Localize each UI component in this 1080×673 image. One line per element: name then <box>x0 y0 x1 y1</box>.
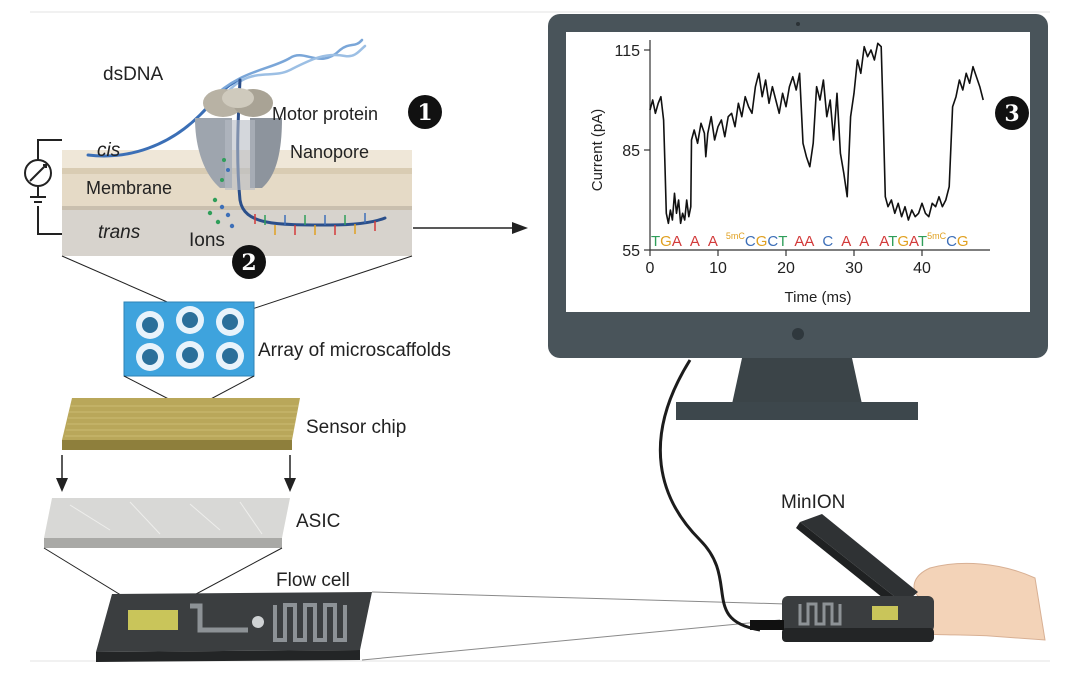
sequence-base: T <box>778 233 787 250</box>
sequence-base: T <box>651 233 660 250</box>
ions-dots <box>207 158 235 229</box>
monitor <box>548 14 1048 420</box>
x-tick-label: 20 <box>777 260 795 277</box>
sequence-base: G <box>660 233 672 250</box>
y-tick-label: 115 <box>614 43 640 60</box>
flow-cell <box>96 592 372 662</box>
badge-2: 2 <box>232 245 266 279</box>
x-tick-label: 10 <box>709 260 727 277</box>
label-asic: ASIC <box>296 511 340 532</box>
sequence-base: G <box>756 233 768 250</box>
chart-x-ticks: 0 10 20 30 40 <box>646 250 931 277</box>
y-tick-label: 85 <box>622 143 640 160</box>
sequence-base: A <box>794 233 804 250</box>
sequence-base: G <box>897 233 909 250</box>
x-tick-label: 30 <box>845 260 863 277</box>
chart-y-ticks: 55 85 115 <box>614 43 650 260</box>
chart-ylabel: Current (pA) <box>589 109 606 192</box>
sensor-chip <box>62 398 300 450</box>
asic-chip <box>44 498 290 548</box>
sequence-base: A <box>690 233 700 250</box>
sequence-base: 5mC <box>927 231 947 241</box>
current-trace-line <box>649 42 984 225</box>
sequence-base: T <box>888 233 897 250</box>
motor-protein-icon <box>203 88 273 117</box>
usb-cable <box>658 359 761 632</box>
flowcell-to-minion-lines <box>361 591 787 661</box>
ammeter-circuit-icon <box>24 139 62 235</box>
sequence-base: A <box>708 233 718 250</box>
x-tick-label: 0 <box>646 260 655 277</box>
sequence-base: C <box>745 233 756 250</box>
sequence-base: A <box>804 233 814 250</box>
label-ions: Ions <box>189 230 225 251</box>
sequence-base: 5mC <box>726 231 746 241</box>
ssdna-bases <box>254 213 376 235</box>
y-tick-label: 55 <box>622 243 640 260</box>
label-motor-protein: Motor protein <box>272 104 378 124</box>
badge-3: 3 <box>995 96 1029 130</box>
svg-text:1: 1 <box>417 100 432 126</box>
label-array: Array of microscaffolds <box>258 340 451 361</box>
down-arrows <box>56 455 296 492</box>
microscaffold-array <box>123 301 255 377</box>
sequence-base: T <box>918 233 927 250</box>
label-nanopore: Nanopore <box>290 142 369 162</box>
sequence-base: A <box>672 233 682 250</box>
sequence-base: C <box>767 233 778 250</box>
sequence-base: A <box>859 233 869 250</box>
label-cis: cis <box>97 140 121 161</box>
sequence-base: A <box>909 233 919 250</box>
label-membrane: Membrane <box>86 178 172 198</box>
label-sensor-chip: Sensor chip <box>306 417 406 438</box>
sequence-base: A <box>841 233 851 250</box>
arrow-to-monitor <box>413 222 528 234</box>
chart-xlabel: Time (ms) <box>785 289 852 306</box>
sequence-base: C <box>822 233 833 250</box>
label-trans: trans <box>98 222 141 243</box>
sequence-base: C <box>946 233 957 250</box>
minion-device <box>750 514 934 642</box>
label-dsdna: dsDNA <box>103 64 164 85</box>
nanopore-icon <box>195 118 282 190</box>
sequence-base: A <box>879 233 889 250</box>
label-flow-cell: Flow cell <box>276 570 350 591</box>
x-tick-label: 40 <box>913 260 931 277</box>
svg-text:2: 2 <box>241 250 256 276</box>
svg-text:3: 3 <box>1004 101 1019 127</box>
sequence-base: G <box>957 233 969 250</box>
badge-1: 1 <box>408 95 442 129</box>
label-minion: MinION <box>781 492 845 513</box>
